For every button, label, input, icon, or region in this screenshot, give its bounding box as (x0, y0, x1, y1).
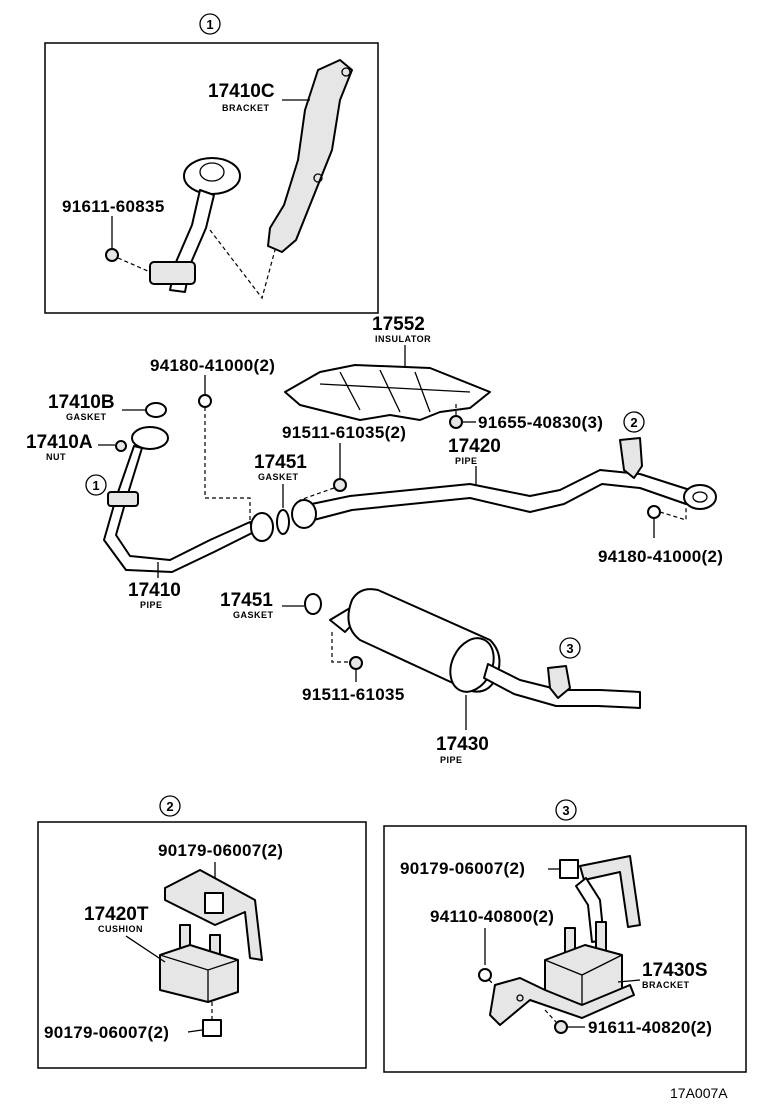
callout-circle-2-main (623, 411, 645, 433)
callout-circle-3-main (559, 637, 581, 659)
insulator-17552 (284, 364, 491, 421)
pipe-clamp (149, 261, 196, 285)
label-94180-top: 94180-41000(2) (150, 356, 275, 375)
main-assembly: 17552 INSULATOR 94180-41000(2) 17410B GA… (26, 314, 723, 765)
callout-circle-2-inset (159, 795, 181, 817)
inset-3: 3 90179-06007(2) 94110-40800(2) 17430S B… (383, 799, 747, 1073)
inset-2: 2 90179-06007(2) 17420T CUSHION 90179-06… (37, 795, 367, 1069)
label-90179-c: 90179-06007(2) (400, 859, 525, 878)
label-17552-sub: INSULATOR (375, 334, 431, 344)
bolt-icon (554, 1020, 568, 1034)
tail-pipe (483, 663, 641, 709)
bolt-icon (105, 248, 119, 262)
bracket-hole-icon (313, 173, 323, 183)
bracket-hole-icon (341, 67, 351, 77)
label-17420t: 17420T (84, 904, 149, 925)
nut-icon (349, 656, 363, 670)
bracket-17410c (267, 59, 353, 253)
label-17451-a: 17451 (254, 452, 307, 473)
flange-bore (199, 162, 225, 182)
label-17430: 17430 (436, 734, 489, 755)
nut-icon (478, 968, 492, 982)
pipe-17420-rear-flange (683, 484, 717, 510)
label-17451-b: 17451 (220, 590, 273, 611)
nut-icon (647, 505, 661, 519)
label-17410: 17410 (128, 580, 181, 601)
bracket-17430s (489, 977, 635, 1026)
label-17451-a-sub: GASKET (258, 472, 299, 482)
label-17420-sub: PIPE (455, 456, 478, 466)
label-17451-b-sub: GASKET (233, 610, 274, 620)
inset-1-frame (44, 42, 379, 314)
callout-1-main: 1 (92, 478, 99, 493)
pipe-17420 (301, 469, 691, 523)
callout-circle-3-inset (555, 799, 577, 821)
label-17430s-sub: BRACKET (642, 980, 690, 990)
callout-circle-1-main (85, 474, 107, 496)
bolt-icon (559, 859, 579, 879)
gasket-17451-a (276, 509, 290, 535)
label-91511-a: 91511-61035(2) (282, 423, 406, 442)
label-94110: 94110-40800(2) (430, 907, 554, 926)
label-90179-b: 90179-06007(2) (44, 1023, 169, 1042)
callout-1-top: 1 (206, 17, 213, 32)
label-17552: 17552 (372, 314, 425, 335)
bolt-icon (204, 892, 224, 914)
label-17410b-sub: GASKET (66, 412, 107, 422)
inset-2-frame (37, 821, 367, 1069)
pipe-17420-front-flange (291, 499, 317, 529)
pipe-17410-flange (131, 426, 169, 450)
pipe-17410-rear-flange (250, 512, 274, 542)
callout-2-main: 2 (630, 415, 637, 430)
label-91611-60835: 91611-60835 (62, 197, 165, 216)
bolt-icon (449, 415, 463, 429)
callout-3-main: 3 (566, 641, 573, 656)
gasket-17410b (145, 402, 167, 418)
label-17420t-sub: CUSHION (98, 924, 143, 934)
label-91655: 91655-40830(3) (478, 413, 603, 432)
label-91611-40820: 91611-40820(2) (588, 1018, 712, 1037)
pipe-17410-clamp (107, 491, 139, 507)
label-17420: 17420 (448, 436, 501, 457)
label-90179-a: 90179-06007(2) (158, 841, 283, 860)
label-17410a-sub: NUT (46, 452, 66, 462)
label-91511-b: 91511-61035 (302, 685, 405, 704)
callout-circle-1-top (199, 13, 221, 35)
label-17430s: 17430S (642, 960, 708, 981)
label-17410a: 17410A (26, 432, 93, 453)
callout-2-inset: 2 (166, 799, 173, 814)
label-17410c: 17410C (208, 81, 275, 102)
gasket-17451-b (304, 593, 322, 615)
hanger-bracket (619, 437, 643, 479)
nut-icon (198, 394, 212, 408)
cushion-17420t (159, 944, 239, 1003)
label-17430-sub: PIPE (440, 755, 463, 765)
label-17410c-sub: BRACKET (222, 103, 270, 113)
nut-icon (115, 440, 127, 452)
cushion-bracket (164, 869, 263, 961)
label-94180-right: 94180-41000(2) (598, 547, 723, 566)
label-17410b: 17410B (48, 392, 115, 413)
nut-icon (202, 1019, 222, 1037)
label-17410-sub: PIPE (140, 600, 163, 610)
pipe-17410 (103, 445, 255, 573)
nut-icon (333, 478, 347, 492)
callout-3-inset: 3 (562, 803, 569, 818)
inset-1: 1 17410C BRACKET 91611-60835 (44, 13, 379, 314)
inset-3-frame (383, 825, 747, 1073)
tail-hanger (547, 665, 571, 699)
diagram-code: 17A007A (670, 1085, 728, 1101)
